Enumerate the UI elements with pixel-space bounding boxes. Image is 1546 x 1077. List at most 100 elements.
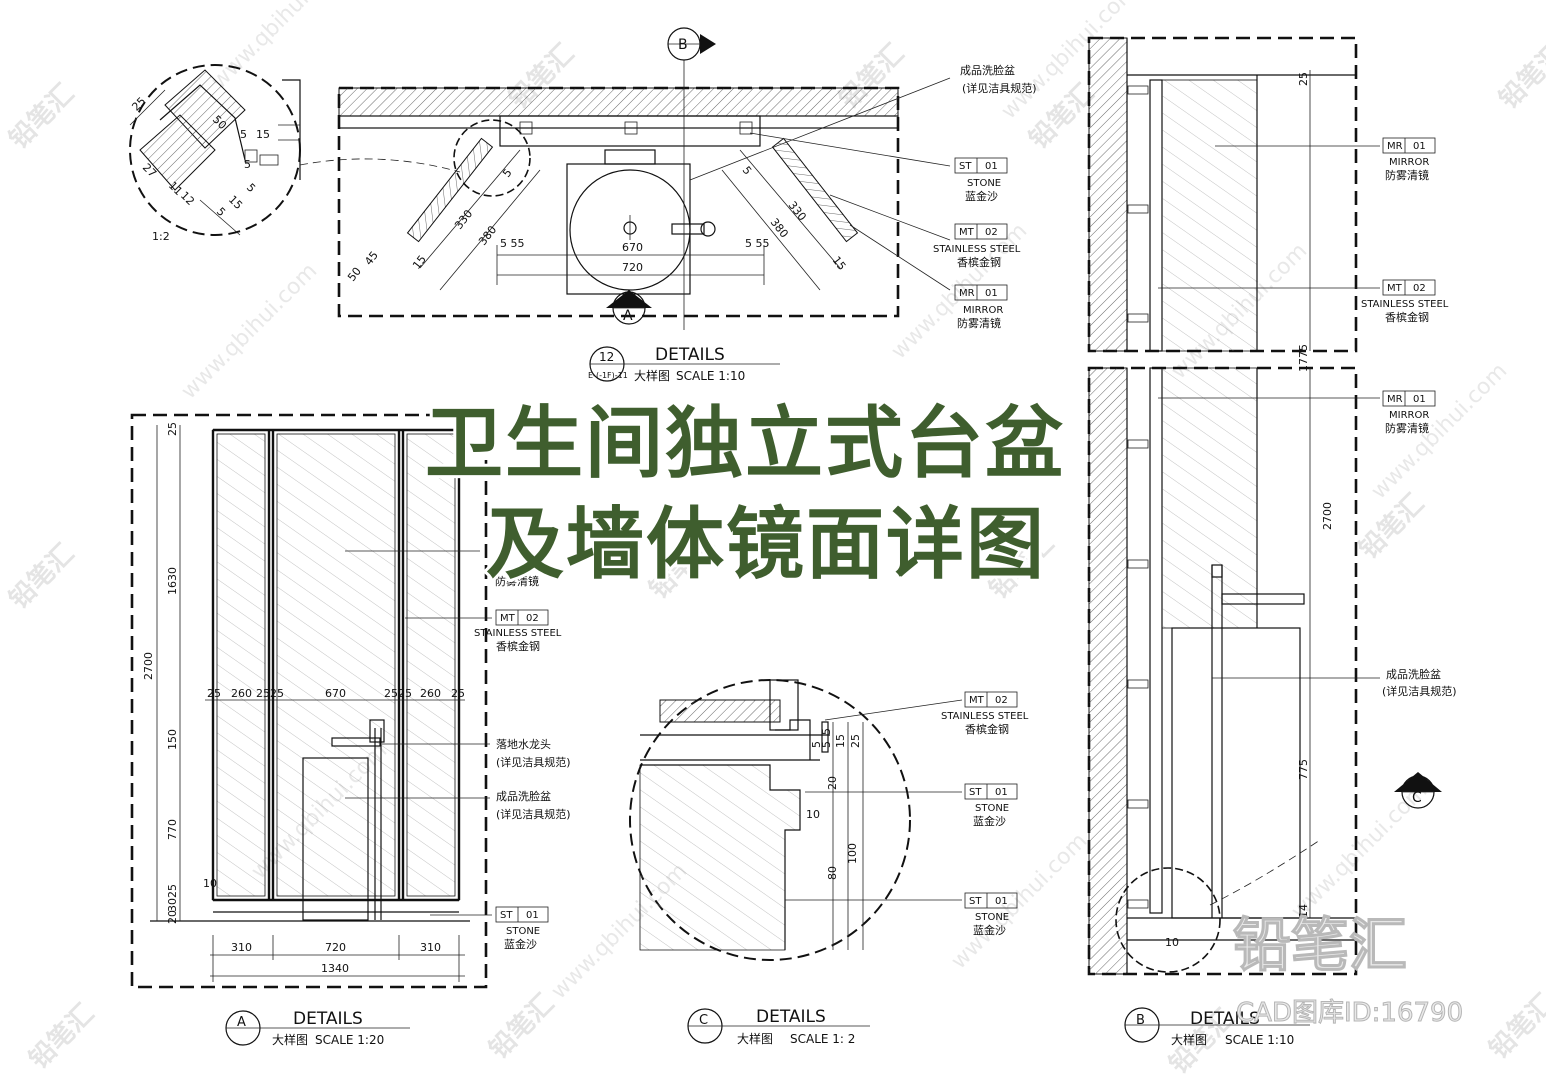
dim-label: 10 [203,877,217,890]
material-tag-mr01: MR 01 MIRROR 防雾清镜 [1382,390,1436,435]
dim-label: 30 [166,898,179,912]
brand-block: 铅笔汇 CAD图库ID:16790 [1232,910,1463,1028]
brand-logo-text: 铅笔汇 [1233,911,1407,979]
inset-scale: 1:2 [152,230,170,243]
dim-label: 720 [622,261,643,274]
title-block: 卫生间独立式台盆 及墙体镜面详图 [422,396,1066,593]
tag-cn: 香槟金钢 [496,639,540,653]
material-tag-mt02: MT 02 STAINLESS STEEL 香槟金钢 [474,609,562,653]
dim-label: 100 [846,843,859,864]
detail-scale: SCALE 1:10 [676,369,745,383]
dim-label: 25 [270,687,284,700]
dim-label: 20 [166,910,179,924]
watermark: 铅笔汇 [3,78,80,155]
note-faucet: 落地水龙头 [496,738,551,751]
dim-label: 5 [240,128,247,141]
tag-num: 02 [526,613,539,624]
dim-label: 770 [166,819,179,840]
dim-label: 5 [244,158,251,171]
material-tag-st01: ST STONE 01 蓝金沙 [964,783,1018,828]
dim-label: 25 [849,734,862,748]
note-basin: 成品洗脸盆 [1386,667,1441,681]
dim-label: 380 [476,223,499,248]
dim-label: 25 [129,95,148,114]
tag-en: STAINLESS STEEL [474,628,562,639]
tag-num: 01 [985,161,998,172]
tag-num: 01 [985,288,998,299]
page-title-line1: 卫生间独立式台盆 [425,399,1065,489]
dim-label: 260 [231,687,252,700]
detail-num: C [699,1013,708,1028]
note-mirror: 防雾清镜 [495,574,539,588]
tag-num: 02 [985,227,998,238]
dim-label: 670 [622,241,643,254]
dim-label: 15 [834,734,847,748]
dim-label: 20 [826,776,839,790]
dim-label: 1630 [166,567,179,595]
detail-scale: SCALE 1: 2 [790,1032,855,1046]
top-plan-detail: 670 720 5 55 5 55 330 380 330 380 45 50 … [337,27,900,330]
watermark: 铅笔汇 [3,538,80,615]
dim-label: 5 55 [745,237,770,250]
details-label-c: C DETAILS 大样图 SCALE 1: 2 [687,1007,870,1046]
section-marker-a: A [623,308,633,324]
dim-label: 380 [768,216,791,241]
detail-title: DETAILS [655,345,725,365]
dim-label: 2700 [1321,502,1334,530]
watermark-url: www.qbihui.com [1287,779,1433,925]
dim-label: 25 [384,687,398,700]
dim-label: 720 [325,941,346,954]
detail-num: A [237,1015,246,1030]
detail-title: DETAILS [1190,1009,1260,1029]
detail-sub-cn: 大样图 [737,1031,773,1046]
tag-en: STONE [975,912,1009,923]
details-label-b: B DETAILS 大样图 SCALE 1:10 [1124,1007,1310,1047]
note-basin-sub: (详见洁具规范) [496,807,571,821]
material-tag-st01: ST 01 STONE 蓝金沙 [964,892,1018,937]
watermark: 铅笔汇 [23,998,100,1075]
tag-code: MT [959,227,975,238]
material-tag-mr01: MR 01 MIRROR 防雾清镜 [1382,137,1436,182]
dim-label: 5 55 [500,237,525,250]
tag-en: MIRROR [1389,410,1429,421]
dim-label: 1775 [1297,344,1310,372]
watermark-url: www.qbihui.com [207,0,353,94]
tag-cn: 蓝金沙 [973,814,1006,828]
tag-en: STAINLESS STEEL [941,711,1029,722]
tag-en: STONE [967,178,1001,189]
tag-code: ST [500,910,513,921]
dim-label: 5 [244,181,258,195]
dim-label: 5 [214,205,228,219]
tag-code: MR [959,288,975,299]
tag-code: MT [500,613,516,624]
note-basin-sub: (详见洁具规范) [1382,684,1457,698]
material-tag-st01: ST 01 STONE 蓝金沙 [495,906,549,951]
tag-num: 02 [1413,283,1426,294]
tag-cn: 香槟金钢 [965,722,1009,736]
note-basin: 成品洗脸盆 [496,789,551,803]
section-b-annotations: MR 01 MIRROR 防雾清镜 MT 02 STAINLESS STEEL … [1158,137,1457,698]
tag-en: STAINLESS STEEL [1361,299,1449,310]
tag-code: MR [1387,141,1403,152]
dim-label: 775 [1297,759,1310,780]
dim-label: 14 [1297,904,1310,918]
tag-num: 02 [995,695,1008,706]
detail-title: DETAILS [756,1007,826,1027]
dim-label: 25 [1297,72,1310,86]
detail-sub-cn: 大样图 [634,368,670,383]
material-tag-mt02: MT 02 STAINLESS STEEL 香槟金钢 [1361,279,1449,324]
watermark-url: www.qbihui.com [177,259,323,405]
dim-label: 5 [820,728,833,735]
detail-c-annotations: MT 02 STAINLESS STEEL 香槟金钢 ST STONE 01 蓝… [785,691,1029,937]
tag-cn: 香槟金钢 [957,255,1001,269]
tag-num: 01 [995,896,1008,907]
dim-label: 330 [452,207,475,232]
dim-label: 50 [345,265,364,284]
dim-label: 25 [256,687,270,700]
top-plan-annotations: 成品洗脸盆 (详见洁具规范) ST 01 STONE 蓝金沙 MT 02 STA… [689,63,1037,330]
dim-label: 5 [740,164,755,178]
dim-label: 150 [166,729,179,750]
material-tag-mr01: MR 01 MIRROR 防雾清镜 [954,284,1008,330]
tag-code: MT [1387,283,1403,294]
elevation-a-annotations: 防雾清镜 MT 02 STAINLESS STEEL 香槟金钢 落地水龙头 (详… [345,550,571,951]
